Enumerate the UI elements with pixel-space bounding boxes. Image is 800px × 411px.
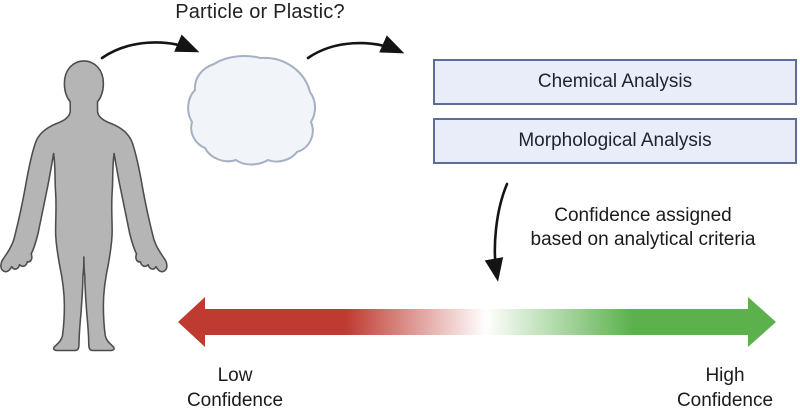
particle-blob	[187, 55, 316, 166]
arrow-human-to-particle-icon	[100, 34, 200, 60]
arrow-analysis-to-scale-icon	[484, 182, 509, 282]
arrow-particle-to-analysis-icon	[306, 35, 405, 60]
chemical-analysis-box: Chemical Analysis	[433, 59, 797, 105]
human-silhouette	[0, 60, 168, 352]
low-confidence-label: Low Confidence	[186, 365, 284, 411]
high-confidence-label: High Confidence	[676, 365, 774, 411]
chemical-analysis-label: Chemical Analysis	[537, 71, 693, 92]
confidence-annotation: Confidence assigned based on analytical …	[530, 205, 756, 250]
morphological-analysis-box: Morphological Analysis	[433, 118, 797, 164]
morphological-analysis-label: Morphological Analysis	[518, 130, 712, 151]
diagram-title: Particle or Plastic?	[175, 1, 345, 23]
confidence-gradient-arrow	[178, 297, 776, 347]
